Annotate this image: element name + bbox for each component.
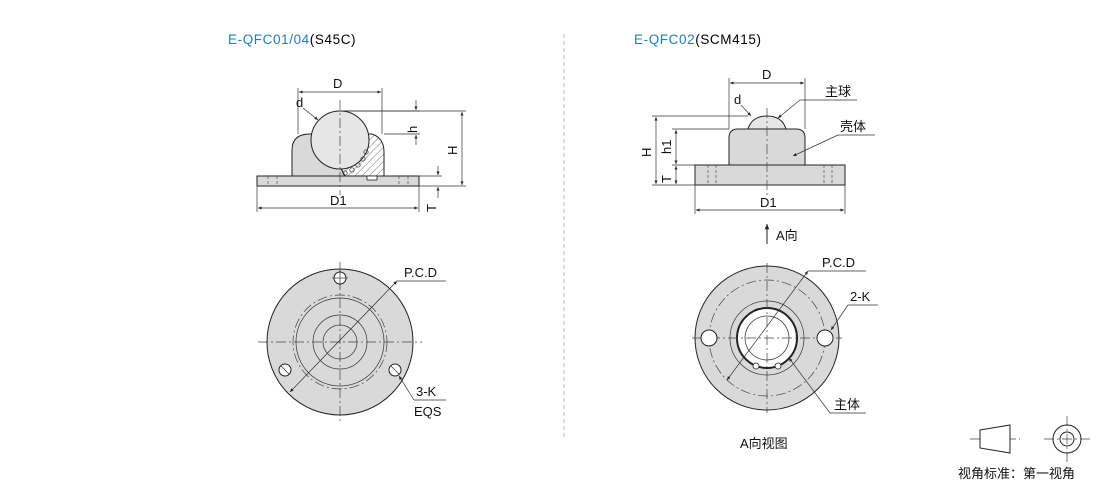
right-dim-T: T [659, 175, 674, 183]
right-view-caption: A向视图 [740, 436, 788, 451]
left-flange-plate [256, 175, 420, 187]
right-shell-label: 壳体 [840, 119, 866, 134]
projection-symbol: 视角标准：第一视角 [958, 416, 1090, 481]
right-dim-h1: h1 [659, 140, 674, 154]
right-dim-D1: D1 [760, 195, 777, 210]
right-pcd-label: P.C.D [822, 255, 855, 270]
left-model-name: E-QFC01/04 [228, 32, 310, 47]
right-model-name: E-QFC02 [634, 32, 695, 47]
left-top-view: P.C.D 3-K EQS [258, 262, 446, 422]
right-dim-d: d [734, 92, 741, 107]
right-holes-label: 2-K [850, 289, 871, 304]
left-dim-D1: D1 [330, 193, 347, 208]
projection-concentric-circles-icon [1044, 416, 1090, 462]
left-material: (S45C) [310, 32, 356, 47]
right-material: (SCM415) [695, 32, 761, 47]
left-title: E-QFC01/04(S45C) [228, 32, 356, 47]
direction-a-label: A向 [776, 228, 798, 243]
left-dim-d: d [296, 95, 303, 110]
left-support-balls [342, 149, 369, 176]
left-retainer-clip [366, 175, 378, 181]
right-main-body-label: 主体 [834, 397, 860, 412]
right-main-ball-label: 主球 [825, 84, 851, 99]
right-dim-D: D [762, 67, 771, 82]
right-flange-plate [694, 164, 846, 186]
left-dim-h: h [405, 126, 420, 133]
right-dim-H: H [639, 148, 654, 157]
left-dim-T: T [424, 204, 439, 212]
left-dim-H: H [445, 146, 460, 155]
left-pcd-label: P.C.D [404, 265, 437, 280]
right-bolt-holes [700, 329, 834, 347]
left-side-view: D d h H T D1 [256, 76, 466, 212]
right-side-view: D d 主球 壳体 H h1 T D1 A向 [639, 67, 875, 244]
right-title: E-QFC02(SCM415) [634, 32, 762, 47]
right-a-view: P.C.D 2-K 主体 A向视图 [692, 255, 878, 451]
left-holes-label: 3-K [416, 384, 437, 399]
left-dim-D: D [333, 76, 342, 91]
projection-label: 视角标准：第一视角 [958, 466, 1075, 481]
projection-truncated-cone-icon [970, 424, 1020, 454]
left-eqs-label: EQS [414, 404, 442, 419]
